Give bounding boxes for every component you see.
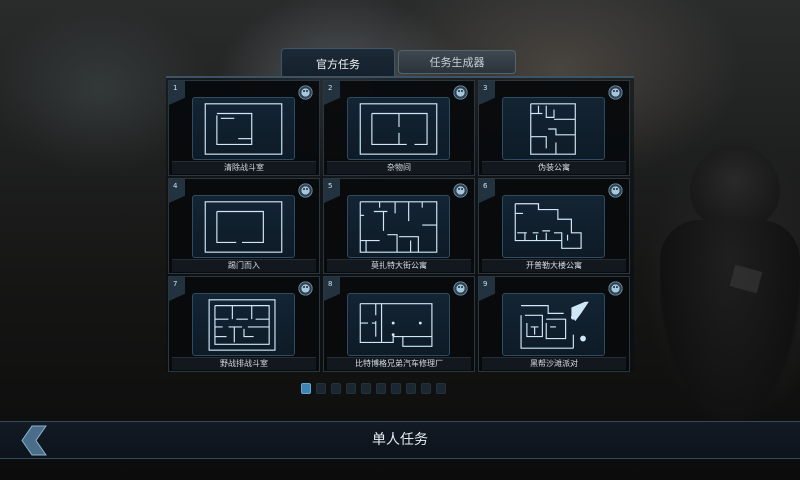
mission-number: 9: [479, 277, 495, 301]
back-button[interactable]: [14, 425, 50, 456]
mission-number: 8: [324, 277, 340, 301]
mission-card-7[interactable]: 7 野战排战斗室: [168, 276, 320, 372]
skull-icon: [298, 281, 313, 296]
skull-icon: [608, 183, 623, 198]
screen-title: 单人任务: [372, 432, 428, 448]
page-dot-6[interactable]: [376, 383, 386, 394]
floorplan-map: [347, 293, 450, 356]
floorplan-map: [502, 293, 605, 356]
floorplan-map: [347, 195, 450, 258]
page-dot-2[interactable]: [316, 383, 326, 394]
mission-card-6[interactable]: 6 开普勒大楼公寓: [478, 178, 630, 274]
mission-name: 杂物间: [327, 161, 471, 174]
mission-card-8[interactable]: 8 比特博格兄弟汽车修理厂: [323, 276, 475, 372]
mission-number: 3: [479, 81, 495, 105]
page-dot-7[interactable]: [391, 383, 401, 394]
page-dot-5[interactable]: [361, 383, 371, 394]
floorplan-map: [192, 293, 295, 356]
page-dot-10[interactable]: [436, 383, 446, 394]
mission-card-4[interactable]: 4 踢门而入: [168, 178, 320, 274]
skull-icon: [298, 85, 313, 100]
mission-card-9[interactable]: 9 黑帮沙滩派对: [478, 276, 630, 372]
skull-icon: [453, 183, 468, 198]
background-soldier-body: [660, 220, 800, 420]
skull-icon: [453, 85, 468, 100]
floorplan-map: [502, 195, 605, 258]
skull-icon: [608, 85, 623, 100]
page-dot-8[interactable]: [406, 383, 416, 394]
mission-number: 5: [324, 179, 340, 203]
mission-number: 7: [169, 277, 185, 301]
page-dot-4[interactable]: [346, 383, 356, 394]
mission-card-1[interactable]: 1 清除战斗室: [168, 80, 320, 176]
skull-icon: [298, 183, 313, 198]
mission-tabs: 官方任务 任务生成器: [281, 48, 516, 78]
floorplan-map: [192, 97, 295, 160]
floorplan-map: [347, 97, 450, 160]
mission-card-5[interactable]: 5 莫扎特大街公寓: [323, 178, 475, 274]
mission-grid: 1 清除战斗室 2 杂物间 3 伪装公寓 4: [168, 80, 630, 372]
bottom-bar: 单人任务: [0, 421, 800, 459]
tab-official-missions[interactable]: 官方任务: [281, 48, 395, 78]
mission-number: 2: [324, 81, 340, 105]
mission-number: 6: [479, 179, 495, 203]
skull-icon: [453, 281, 468, 296]
mission-name: 开普勒大楼公寓: [482, 259, 626, 272]
mission-name: 莫扎特大街公寓: [327, 259, 471, 272]
skull-icon: [608, 281, 623, 296]
floorplan-map: [192, 195, 295, 258]
mission-name: 伪装公寓: [482, 161, 626, 174]
mission-number: 4: [169, 179, 185, 203]
mission-name: 踢门而入: [172, 259, 316, 272]
mission-grid-panel: 1 清除战斗室 2 杂物间 3 伪装公寓 4: [166, 76, 634, 372]
mission-name: 清除战斗室: [172, 161, 316, 174]
mission-name: 野战排战斗室: [172, 357, 316, 370]
mission-card-2[interactable]: 2 杂物间: [323, 80, 475, 176]
page-dot-1[interactable]: [301, 383, 311, 394]
mission-name: 黑帮沙滩派对: [482, 357, 626, 370]
tab-mission-generator[interactable]: 任务生成器: [398, 50, 516, 74]
mission-name: 比特博格兄弟汽车修理厂: [327, 357, 471, 370]
floorplan-map: [502, 97, 605, 160]
page-indicator: [301, 383, 446, 394]
mission-number: 1: [169, 81, 185, 105]
chevron-left-icon: [21, 425, 47, 456]
page-dot-9[interactable]: [421, 383, 431, 394]
mission-card-3[interactable]: 3 伪装公寓: [478, 80, 630, 176]
page-dot-3[interactable]: [331, 383, 341, 394]
